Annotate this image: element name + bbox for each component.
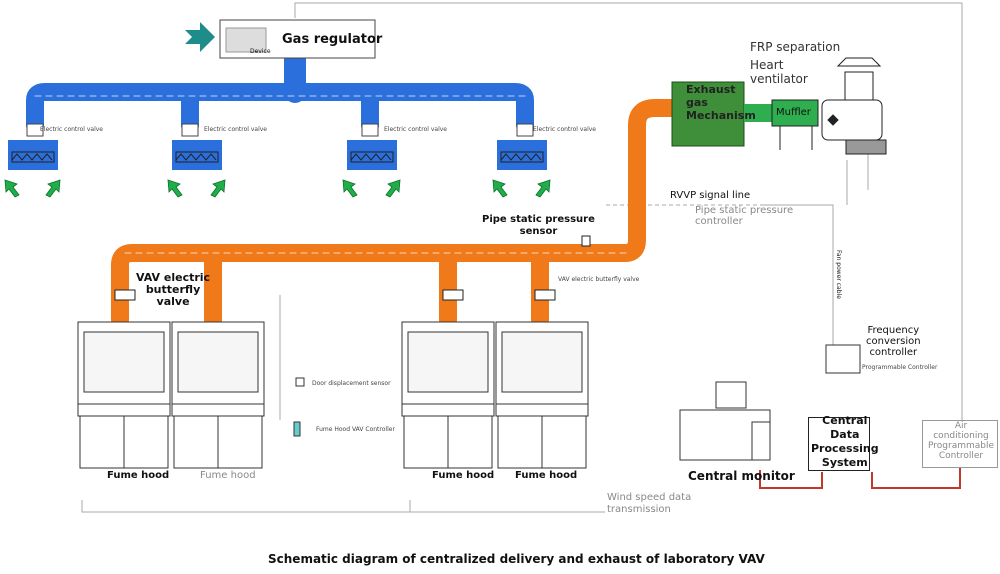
electric-control-valve-label-1: Electric control valve	[40, 126, 103, 133]
supply-duct	[26, 47, 534, 134]
air-conditioning-controller-label: Air conditioning Programmable Controller	[928, 421, 995, 461]
diagram-caption: Schematic diagram of centralized deliver…	[268, 552, 765, 566]
airflow-arrow-icon	[45, 179, 61, 198]
supply-outlet-4	[497, 123, 547, 170]
fume-hood-vav-controller-label: Fume Hood VAV Controller	[316, 426, 395, 433]
muffler-label: Muffler	[776, 107, 811, 118]
fume-hood-label-3: Fume hood	[432, 470, 495, 481]
vav-butterfly-valve-label: VAV electric butterfly valve	[136, 271, 211, 308]
supply-outlet-1	[8, 123, 58, 170]
frp-separation-label: FRP separation	[750, 40, 841, 54]
air-conditioning-box	[922, 420, 998, 468]
fume-hood-label-2: Fume hood	[200, 470, 256, 481]
airflow-arrow-icon	[385, 179, 401, 198]
airflow-arrow-icon	[342, 179, 358, 198]
duct-connector	[744, 104, 774, 122]
exhaust-gas-mechanism-label: Exhaust gas Mechanism	[686, 83, 756, 122]
airflow-arrows	[4, 179, 551, 198]
airflow-arrow-icon	[210, 179, 226, 198]
muffler	[771, 99, 819, 127]
wind-speed-data-label: Wind speed data transmission	[607, 492, 692, 515]
frequency-conversion-controller-label: Frequency conversion controller	[866, 325, 921, 358]
exhaust-duct	[111, 99, 681, 329]
fume-hood-group	[77, 321, 589, 469]
central-monitor-station	[679, 381, 771, 461]
device-tag: Device	[250, 48, 271, 55]
supply-duct-main	[26, 49, 534, 134]
electric-control-valve-label-4: Electric control valve	[533, 126, 596, 133]
gas-regulator	[219, 19, 376, 59]
airflow-arrow-icon	[492, 179, 508, 198]
frequency-controller-icon	[825, 344, 861, 374]
electric-control-valve-label-3: Electric control valve	[384, 126, 447, 133]
control-lines	[81, 2, 963, 513]
door-displacement-sensor-label: Door displacement sensor	[312, 380, 391, 387]
central-data-processing-label: Central Data Processing System	[811, 414, 879, 469]
fume-hood-1	[77, 321, 171, 469]
fume-hood-label-4: Fume hood	[515, 470, 578, 481]
airflow-arrow-icon	[167, 179, 183, 198]
central-data-processing-box	[808, 417, 870, 471]
heart-ventilator-label: Heart ventilator	[750, 58, 808, 86]
gas-regulator-label: Gas regulator	[282, 32, 383, 47]
door-displacement-sensor-icon	[295, 377, 305, 387]
electric-control-valve-label-2: Electric control valve	[204, 126, 267, 133]
supply-outlet-3	[347, 123, 397, 170]
supply-outlet-2	[172, 123, 222, 170]
fume-hood-2	[171, 321, 265, 469]
supply-outlets	[8, 123, 547, 170]
exhaust-valves	[114, 235, 591, 301]
fume-hood-vav-controller-icon	[293, 421, 301, 437]
airflow-arrow-icon	[4, 179, 20, 198]
programmable-controller-label: Programmable Controller	[862, 364, 938, 371]
vav-butterfly-valve-small-label: VAV electric butterfly valve	[558, 276, 640, 283]
rvvp-signal-line-label: RVVP signal line	[670, 190, 751, 201]
airflow-arrow-icon	[535, 179, 551, 198]
pipe-static-pressure-sensor-label: Pipe static pressure sensor	[482, 214, 595, 237]
fume-hood-label-1: Fume hood	[107, 470, 170, 481]
exhaust-gas-mechanism	[671, 81, 745, 147]
pipe-static-pressure-controller-label: Pipe static pressure controller	[695, 205, 794, 227]
inlet-arrow-icon	[185, 22, 215, 52]
central-monitor-label: Central monitor	[688, 469, 795, 483]
fume-hood-4	[495, 321, 589, 469]
signal-cables	[759, 468, 961, 489]
fan-power-cable-label: Fan power cable	[835, 250, 842, 299]
fume-hood-3	[401, 321, 495, 469]
heart-ventilator-fan	[779, 57, 887, 155]
